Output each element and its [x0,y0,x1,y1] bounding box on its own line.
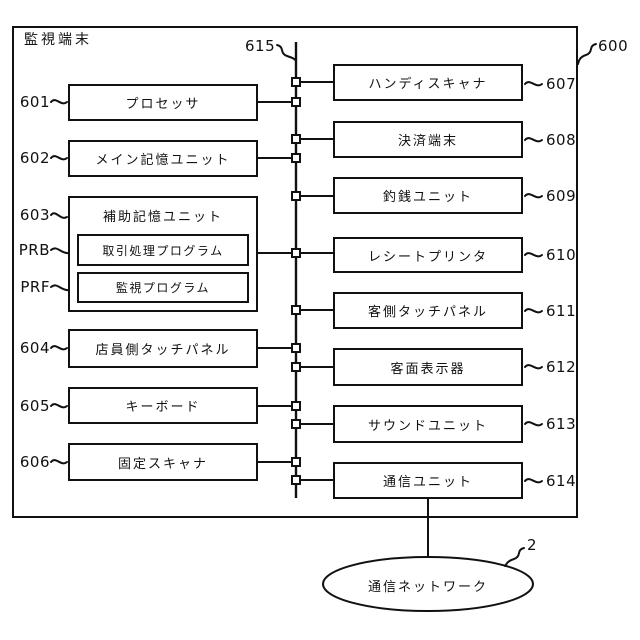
block-customer-display: 客面表示器 [333,348,523,386]
block-monitoring-program: 監視プログラム [77,272,249,303]
block-label: 客面表示器 [390,361,466,377]
diagram-title: 監視端末 [24,32,92,48]
leader-squiggles [50,43,597,567]
ref-label-609: 609 [546,187,577,205]
leader-614 [524,478,543,484]
block-clerk-touch-panel: 店員側タッチパネル [68,329,258,368]
block-label: メイン記憶ユニット [95,153,231,168]
leader-613 [524,421,543,427]
ref-label-614: 614 [546,472,577,490]
ref-label-610: 610 [546,246,577,264]
ref-label-606: 606 [19,453,50,471]
leader-610 [524,252,543,258]
block-label: プロセッサ [125,97,201,112]
block-label: レシートプリンタ [367,249,488,265]
leader-2 [504,547,525,567]
block-label: キーボード [125,400,201,415]
connector-node [291,475,301,485]
block-label: 決済端末 [397,134,458,149]
block-label: 店員側タッチパネル [95,343,231,358]
connector-node [291,457,301,467]
leader-604 [50,345,68,351]
ref-label-602: 602 [19,149,50,167]
block-label: 監視プログラム [115,281,211,295]
leader-611 [524,308,543,314]
block-processor: プロセッサ [68,84,258,121]
ref-label-prb: PRB [18,241,50,259]
ref-label-prf: PRF [20,278,50,296]
ref-label-611: 611 [546,302,577,320]
ref-label-608: 608 [546,131,577,149]
block-communication-unit: 通信ユニット [333,462,523,499]
monitoring-terminal-box [12,26,578,518]
ref-label-605: 605 [19,397,50,415]
block-change-unit: 釣銭ユニット [333,177,523,214]
block-label: 補助記憶ユニット [102,210,223,225]
connector-node [291,248,301,258]
leader-601 [50,99,68,105]
block-keyboard: キーボード [68,387,258,424]
ref-label-607: 607 [546,75,577,93]
leader-603 [50,212,68,219]
connector-node [291,305,301,315]
block-label: 取引処理プログラム [102,243,224,258]
block-fixed-scanner: 固定スキャナ [68,443,258,481]
ref-label-601: 601 [19,93,50,111]
network-ellipse [322,556,534,612]
ref-label-615: 615 [245,37,276,55]
connector-node [291,419,301,429]
block-sound-unit: サウンドユニット [333,405,523,443]
block-label: 通信ユニット [382,475,473,490]
connector-node [291,77,301,87]
leader-612 [524,364,543,370]
connector-node [291,362,301,372]
block-payment-terminal: 決済端末 [333,121,523,158]
block-label: 釣銭ユニット [382,190,473,205]
leader-608 [524,137,543,143]
ref-label-612: 612 [546,358,577,376]
block-handy-scanner: ハンディスキャナ [333,64,523,101]
leader-602 [50,155,68,161]
connector-node [291,97,301,107]
block-label: ハンディスキャナ [368,77,488,92]
leader-615 [276,44,297,62]
bus-connector-nodes [291,77,301,485]
ref-label-603: 603 [19,206,50,224]
leader-607 [524,81,543,87]
connector-node [291,343,301,353]
block-label: 客側タッチパネル [367,305,488,320]
block-main-memory: メイン記憶ユニット [68,140,258,177]
block-transaction-program: 取引処理プログラム [77,234,249,266]
ref-label-604: 604 [19,339,50,357]
block-customer-touch-panel: 客側タッチパネル [333,292,523,329]
leader-600 [577,43,597,65]
connector-node [291,153,301,163]
leader-605 [50,403,68,409]
block-label: サウンドユニット [367,418,488,434]
leader-606 [50,459,68,465]
block-receipt-printer: レシートプリンタ [333,237,523,273]
block-label: 固定スキャナ [117,456,208,472]
network-label: 通信ネットワーク [367,580,488,595]
connector-node [291,191,301,201]
connector-node [291,401,301,411]
leader-609 [524,193,543,199]
connector-node [291,134,301,144]
ref-label-613: 613 [546,415,577,433]
ref-label-600: 600 [598,37,629,55]
ref-label-2: 2 [527,536,538,554]
